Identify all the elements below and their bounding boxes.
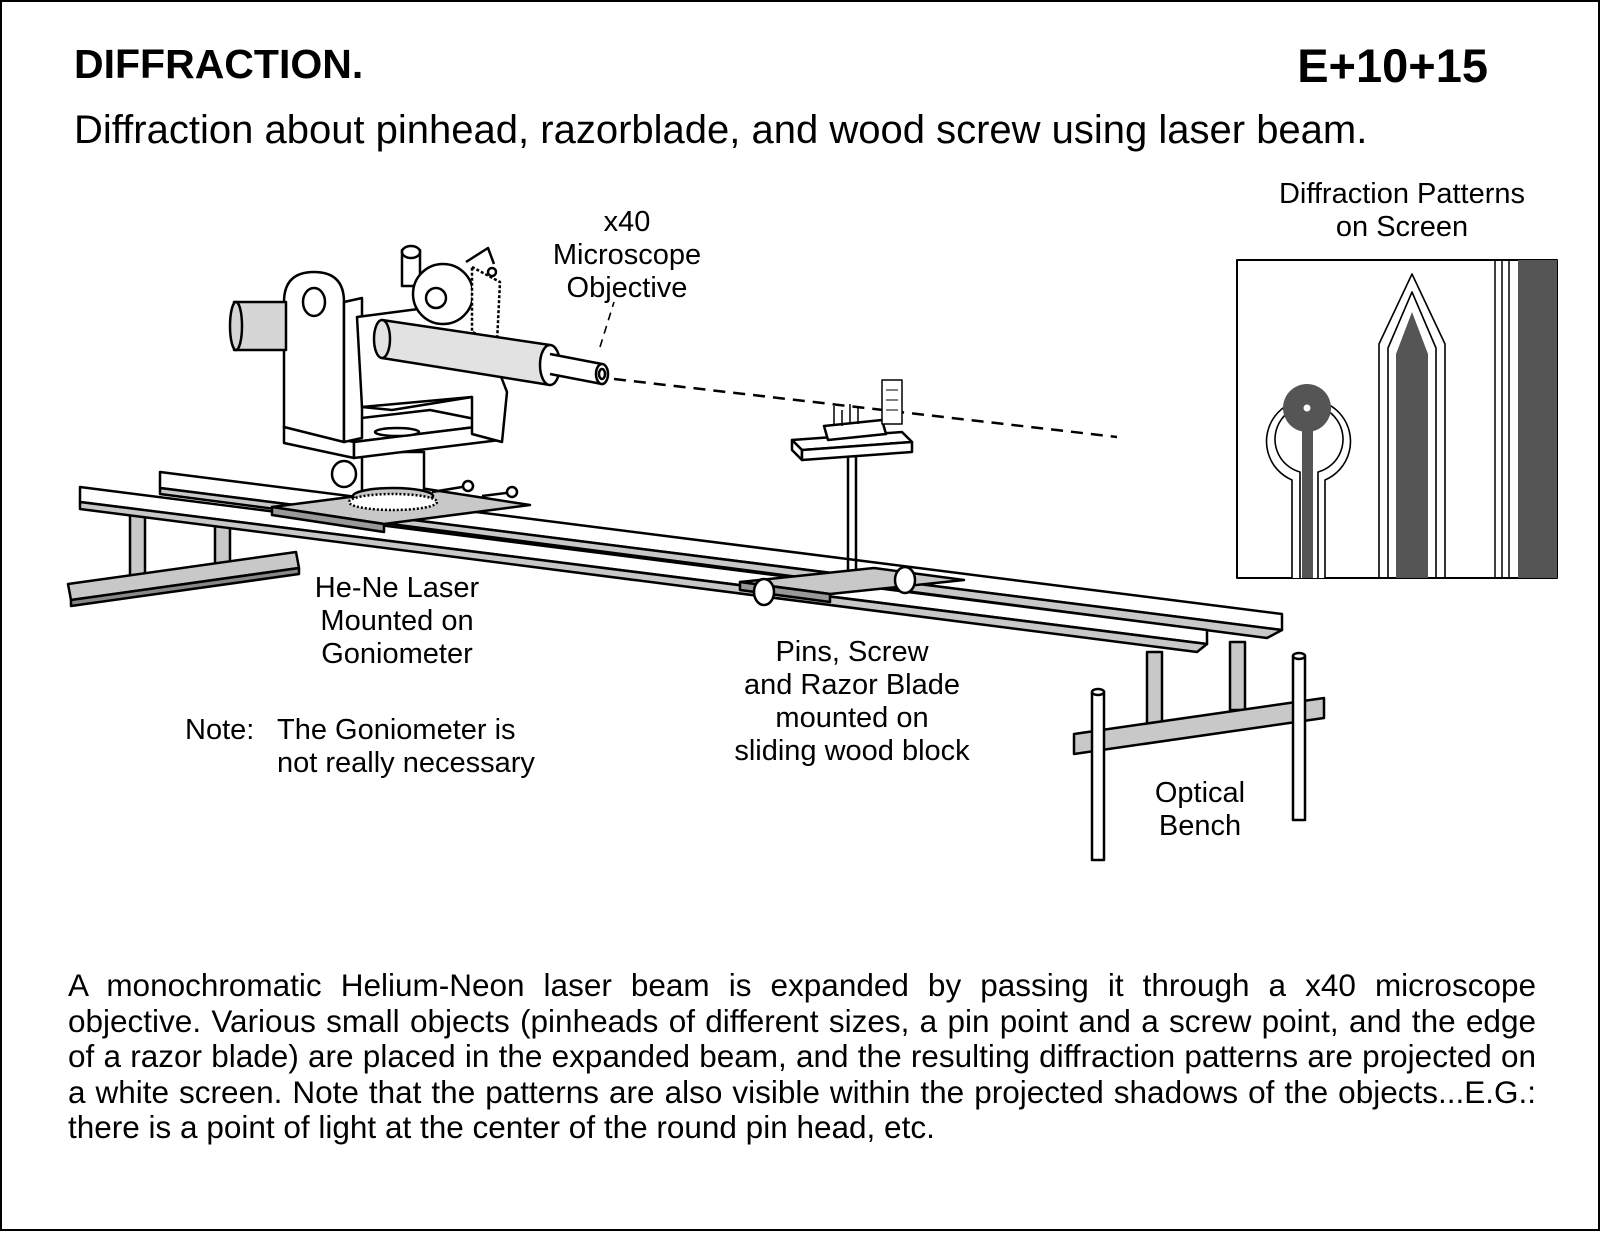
label-line: Optical bbox=[1154, 777, 1246, 809]
label-pins-block: Pins, Screw and Razor Blade mounted on s… bbox=[702, 636, 1002, 768]
label-laser: He-Ne Laser Mounted on Goniometer bbox=[282, 572, 512, 671]
diffraction-screen bbox=[1236, 259, 1558, 579]
label-line: Bench bbox=[1158, 810, 1242, 842]
label-line: Microscope bbox=[552, 239, 702, 271]
goniometer bbox=[347, 450, 439, 512]
label-line: on Screen bbox=[1335, 211, 1469, 243]
objective-pointer bbox=[599, 301, 615, 348]
label-line: mounted on bbox=[775, 702, 929, 734]
laser-tube bbox=[372, 318, 610, 387]
label-objective: x40 Microscope Objective bbox=[527, 206, 727, 305]
page-title: DIFFRACTION. bbox=[74, 41, 364, 87]
label-line: Mounted on bbox=[320, 605, 474, 637]
laser-beam bbox=[613, 377, 1118, 439]
sliding-block bbox=[738, 450, 966, 607]
label-line: Goniometer bbox=[321, 638, 473, 670]
label-optical-bench: Optical Bench bbox=[1130, 777, 1270, 843]
bench-right-stand bbox=[1072, 640, 1326, 862]
page-subtitle: Diffraction about pinhead, razorblade, a… bbox=[74, 108, 1368, 152]
label-line: sliding wood block bbox=[734, 735, 970, 767]
note-line: The Goniometer is bbox=[277, 714, 516, 746]
demo-code: E+10+15 bbox=[1297, 39, 1488, 92]
label-line: Diffraction Patterns bbox=[1278, 178, 1526, 210]
note-prefix: Note: bbox=[185, 714, 255, 746]
label-line: He-Ne Laser bbox=[314, 572, 480, 604]
label-line: x40 bbox=[603, 206, 651, 238]
label-line: Objective bbox=[566, 272, 688, 304]
description-paragraph: A monochromatic Helium-Neon laser beam i… bbox=[68, 967, 1536, 1145]
label-line: and Razor Blade bbox=[743, 669, 961, 701]
label-line: Pins, Screw bbox=[775, 636, 929, 668]
laser-rear-tube bbox=[228, 300, 288, 352]
label-diffraction-patterns: Diffraction Patterns on Screen bbox=[1232, 178, 1572, 244]
goniometer-note: Note: The Goniometer is not really neces… bbox=[185, 714, 535, 780]
object-holder bbox=[790, 379, 914, 462]
laser-mount-upright bbox=[282, 270, 364, 444]
note-line: not really necessary bbox=[277, 747, 535, 779]
adjustment-knob bbox=[400, 244, 502, 344]
